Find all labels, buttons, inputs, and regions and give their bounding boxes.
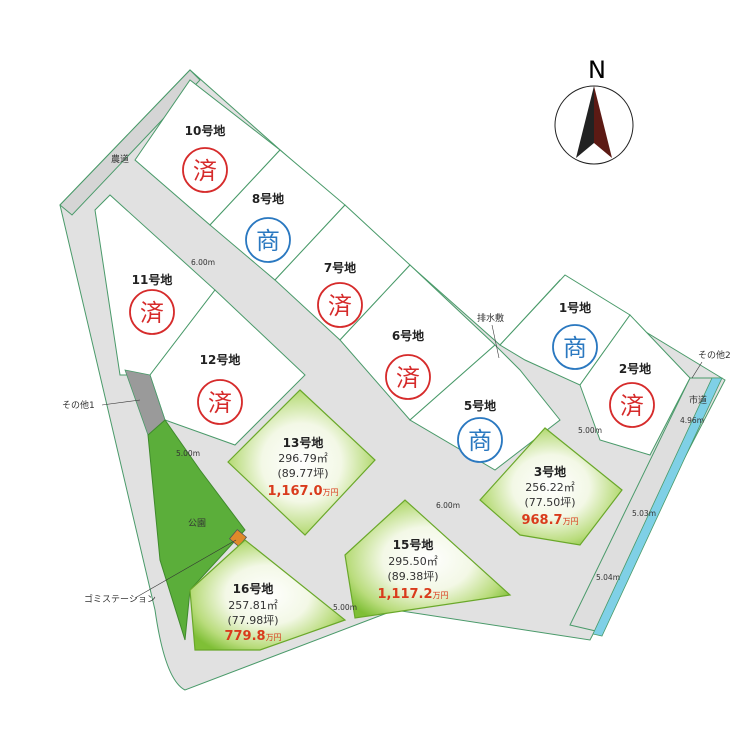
lot-8: 8号地 商 <box>245 191 291 263</box>
lot-name: 13号地 <box>283 435 324 450</box>
stamp-circle <box>245 217 291 263</box>
road-dimensions: 6.00m 5.00m 6.00m 5.00m 5.00m 5.03m 5.04… <box>176 258 704 612</box>
lot-7: 7号地 済 <box>317 260 363 328</box>
stamp-circle <box>552 324 598 370</box>
svg-text:1,167.0万円: 1,167.0万円 <box>267 484 338 499</box>
stamp-icon: 済 <box>208 389 232 417</box>
lot-name: 15号地 <box>393 537 434 552</box>
other2-label: その他2 <box>698 349 731 361</box>
lot-area-tsubo: (89.38坪) <box>387 570 438 583</box>
lot-name: 8号地 <box>252 191 284 206</box>
lot-area-m2: 257.81㎡ <box>228 599 278 612</box>
svg-text:779.8万円: 779.8万円 <box>224 629 281 644</box>
lot-15-parcel[interactable] <box>344 499 512 619</box>
stamp-icon: 商 <box>468 427 492 455</box>
garbage-station-leader <box>134 539 237 599</box>
lot-name: 3号地 <box>534 464 566 479</box>
lot-name: 7号地 <box>324 260 356 275</box>
lot-16-parcel[interactable] <box>189 539 347 651</box>
lot-price-unit: 万円 <box>323 488 339 497</box>
garbage-station-label: ゴミステーション <box>84 593 156 605</box>
lot-price: 1,117.2 <box>377 587 432 602</box>
lot-13-info[interactable]: 13号地 296.79㎡ (89.77坪) 1,167.0万円 <box>267 435 338 499</box>
road-width-label: 5.00m <box>333 603 357 612</box>
svg-text:968.7万円: 968.7万円 <box>521 513 578 528</box>
lot-area-m2: 296.79㎡ <box>278 452 328 465</box>
lot-area-tsubo: (77.50坪) <box>524 496 575 509</box>
stamp-circle <box>197 379 243 425</box>
drainage-label: 排水敷 <box>477 312 504 324</box>
lot-name: 12号地 <box>200 352 241 367</box>
stamp-icon: 済 <box>396 364 420 392</box>
other1-leader <box>101 399 141 406</box>
road-width-label: 6.00m <box>436 501 460 510</box>
stamp-icon: 済 <box>328 292 352 320</box>
stamp-icon: 商 <box>256 227 280 255</box>
sold-lots-block <box>94 79 691 471</box>
stamp-circle <box>317 282 363 328</box>
stamp-icon: 済 <box>140 299 164 327</box>
svg-text:1,117.2万円: 1,117.2万円 <box>377 587 448 602</box>
farm-road-strip <box>59 69 201 216</box>
lot-name: 5号地 <box>464 398 496 413</box>
stamp-circle <box>129 289 175 335</box>
lot-area-tsubo: (77.98坪) <box>227 614 278 627</box>
lot-price-unit: 万円 <box>266 633 282 642</box>
compass: N <box>554 56 634 165</box>
lot-price-unit: 万円 <box>433 591 449 600</box>
lot-area-m2: 256.22㎡ <box>525 481 575 494</box>
lot-name: 11号地 <box>132 272 173 287</box>
road-width-label: 5.03m <box>632 509 656 518</box>
lot-name: 1号地 <box>559 300 591 315</box>
water-channel <box>592 377 723 637</box>
lot-area-m2: 295.50㎡ <box>388 555 438 568</box>
lot-11: 11号地 済 <box>129 272 175 335</box>
lot-price: 1,167.0 <box>267 484 322 499</box>
lot-price: 779.8 <box>224 629 265 644</box>
lot-name: 16号地 <box>233 581 274 596</box>
compass-needle-icon <box>576 86 594 158</box>
lot-6: 6号地 済 <box>385 328 431 400</box>
road-width-label: 5.00m <box>578 426 602 435</box>
lot-1: 1号地 商 <box>552 300 598 370</box>
lot-15-info[interactable]: 15号地 295.50㎡ (89.38坪) 1,117.2万円 <box>377 537 448 602</box>
city-road-label: 市道 <box>689 394 707 406</box>
lot-12: 12号地 済 <box>197 352 243 425</box>
lot-name: 6号地 <box>392 328 424 343</box>
lot-3-parcel[interactable] <box>479 427 623 546</box>
stamp-circle <box>182 147 228 193</box>
lot-2: 2号地 済 <box>609 361 655 428</box>
lot-16-info[interactable]: 16号地 257.81㎡ (77.98坪) 779.8万円 <box>224 581 281 644</box>
stamp-circle <box>609 382 655 428</box>
lot-name: 10号地 <box>185 123 226 138</box>
stamp-icon: 済 <box>620 392 644 420</box>
farm-road-label: 農道 <box>111 153 129 165</box>
road-width-label: 5.04m <box>596 573 620 582</box>
compass-label: N <box>588 56 606 84</box>
other1-label: その他1 <box>62 399 95 411</box>
stamp-circle <box>385 354 431 400</box>
stamp-icon: 商 <box>563 334 587 362</box>
road-width-label: 5.00m <box>176 449 200 458</box>
lot-3-info[interactable]: 3号地 256.22㎡ (77.50坪) 968.7万円 <box>521 464 578 528</box>
other2-leader <box>691 361 703 379</box>
road-width-label: 6.00m <box>191 258 215 267</box>
stamp-circle <box>457 417 503 463</box>
lot-name: 2号地 <box>619 361 651 376</box>
lot-price: 968.7 <box>521 513 562 528</box>
lot-10: 10号地 済 <box>182 123 228 193</box>
lot-5: 5号地 商 <box>457 398 503 463</box>
lot-area-tsubo: (89.77坪) <box>277 467 328 480</box>
drainage-leader <box>491 324 500 359</box>
lot-13-parcel[interactable] <box>227 389 376 536</box>
road-width-label: 4.96m <box>680 416 704 425</box>
lot-price-unit: 万円 <box>563 517 579 526</box>
stamp-icon: 済 <box>193 157 217 185</box>
park-label: 公園 <box>188 518 206 529</box>
park-area <box>147 419 246 641</box>
